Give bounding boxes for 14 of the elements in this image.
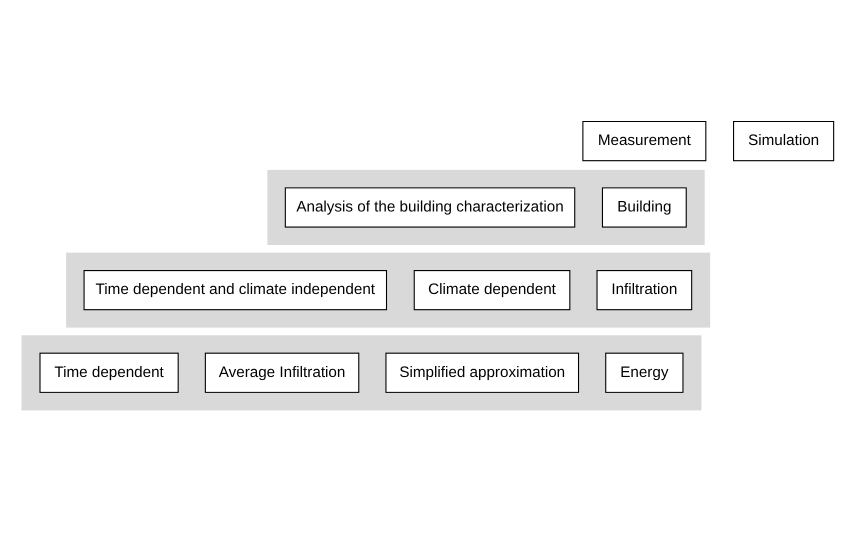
node-box: Time dependent and climate independent xyxy=(83,270,387,310)
node-box: Simulation xyxy=(732,120,834,161)
node-box: Average Infiltration xyxy=(204,352,359,392)
node-box: Analysis of the building characterization xyxy=(284,186,575,228)
node-box: Simplified approximation xyxy=(384,352,579,392)
node-box: Time dependent xyxy=(38,352,178,392)
node-box: Infiltration xyxy=(596,270,692,310)
node-box: Energy xyxy=(604,352,684,392)
node-box: Climate dependent xyxy=(413,270,570,310)
cluster xyxy=(266,169,704,244)
cluster xyxy=(21,334,701,410)
node-box: Building xyxy=(601,186,686,228)
node-box: Measurement xyxy=(582,120,706,161)
cluster xyxy=(66,252,710,328)
